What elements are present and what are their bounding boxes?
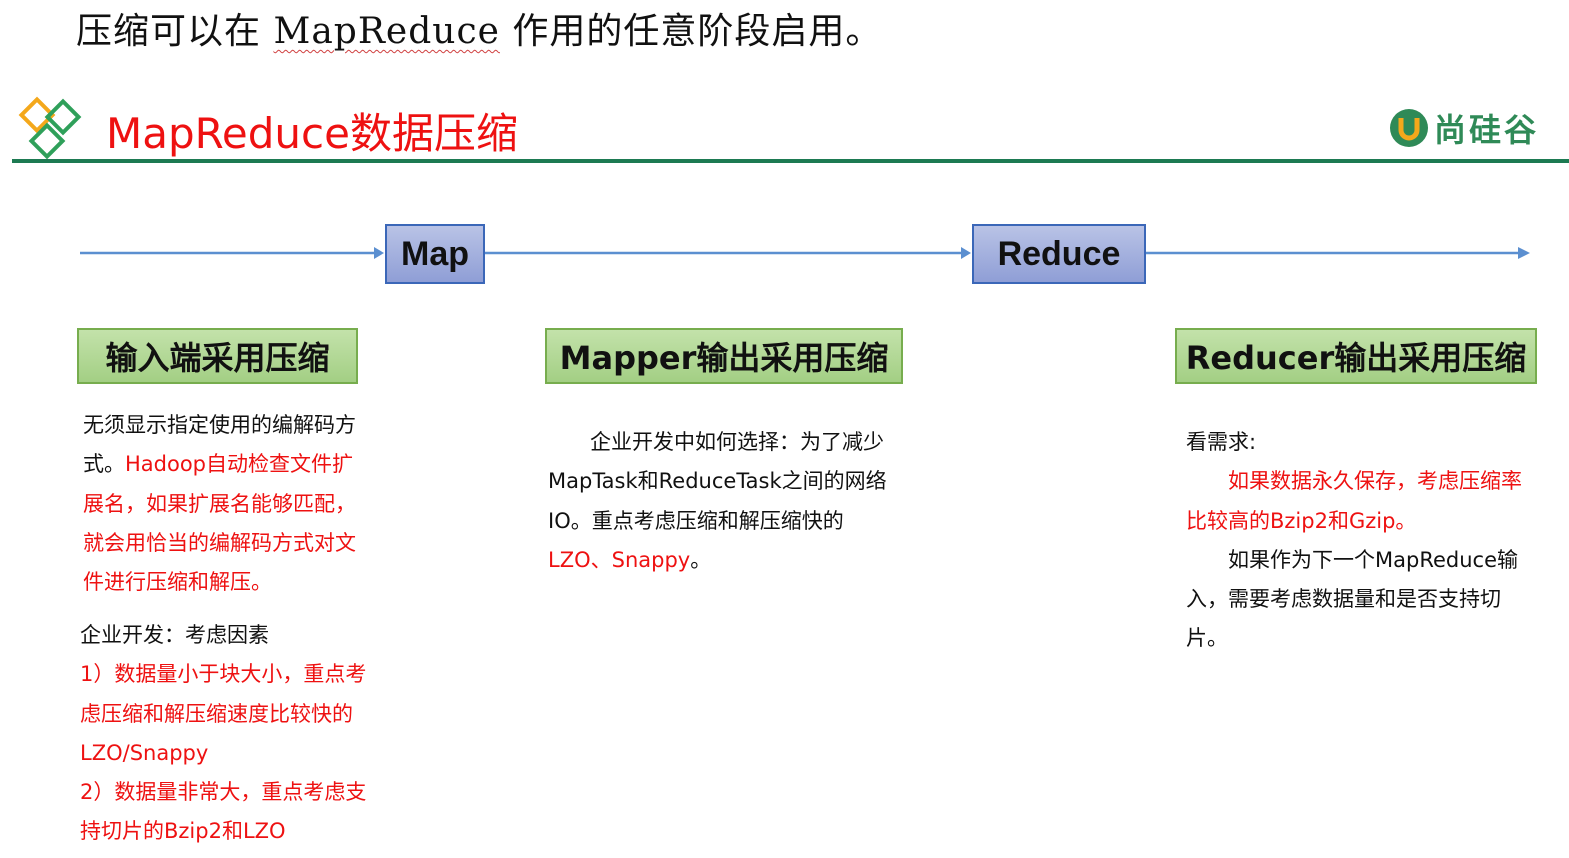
mapper-output-text: 企业开发中如何选择：为了减少MapTask和ReduceTask之间的网络IO。… [548, 423, 893, 580]
reducer-output-text: 看需求: 如果数据永久保存，考虑压缩率比较高的Bzip2和Gzip。如果作为下一个… [1186, 423, 1526, 659]
intro-after: 作用的任意阶段启用。 [499, 11, 883, 52]
enterprise-factors: 企业开发：考虑因素 1）数据量小于块大小，重点考虑压缩和解压缩速度比较快的LZO/… [80, 616, 370, 852]
brand-name: 尚硅谷 [1433, 111, 1539, 149]
mapper-note-end: 。 [690, 547, 712, 572]
slide-header: MapReduce数据压缩 尚硅谷 [0, 88, 1569, 168]
enterprise-factors-title: 企业开发：考虑因素 [80, 623, 269, 647]
intro-mapreduce-term: MapReduce [273, 11, 500, 52]
reducer-note-red: 如果数据永久保存，考虑压缩率比较高的Bzip2和Gzip。 [1186, 469, 1522, 533]
header-divider [12, 159, 1569, 163]
reducer-output-heading: Reducer输出采用压缩 [1175, 328, 1537, 384]
input-compression-heading: 输入端采用压缩 [77, 328, 358, 384]
input-compression-text: 无须显示指定使用的编解码方式。Hadoop自动检查文件扩展名，如果扩展名能够匹配… [83, 406, 373, 602]
input-note-red: Hadoop自动检查文件扩展名，如果扩展名能够匹配，就会用恰当的编解码方式对文件… [83, 452, 356, 595]
reducer-lead: 看需求: [1186, 430, 1257, 454]
pipeline-timeline: Map Reduce [0, 210, 1569, 300]
diamonds-logo-icon [18, 96, 82, 160]
intro-before: 压缩可以在 [76, 11, 274, 52]
brand-logo: 尚硅谷 [1388, 104, 1539, 152]
reducer-note-black: 如果作为下一个MapReduce输入，需要考虑数据量和是否支持切片。 [1186, 547, 1518, 651]
mapper-note-red: LZO、Snappy [548, 547, 691, 572]
slide-title: MapReduce数据压缩 [106, 109, 518, 158]
map-stage-box: Map [385, 224, 485, 284]
input-note-black: 无须显示指定使用的编解码方式。 [83, 413, 356, 477]
mapper-note-black: 企业开发中如何选择：为了减少MapTask和ReduceTask之间的网络IO。… [548, 430, 887, 533]
reduce-stage-box: Reduce [972, 224, 1146, 284]
factor-small-data: 1）数据量小于块大小，重点考虑压缩和解压缩速度比较快的LZO/Snappy [80, 662, 367, 765]
factor-large-data: 2）数据量非常大，重点考虑支持切片的Bzip2和LZO [80, 780, 367, 844]
mapper-output-heading: Mapper输出采用压缩 [545, 328, 903, 384]
intro-sentence: 压缩可以在 MapReduce 作用的任意阶段启用。 [76, 2, 882, 54]
timeline-arrows [80, 247, 1530, 259]
brand-u-icon [1389, 109, 1428, 147]
